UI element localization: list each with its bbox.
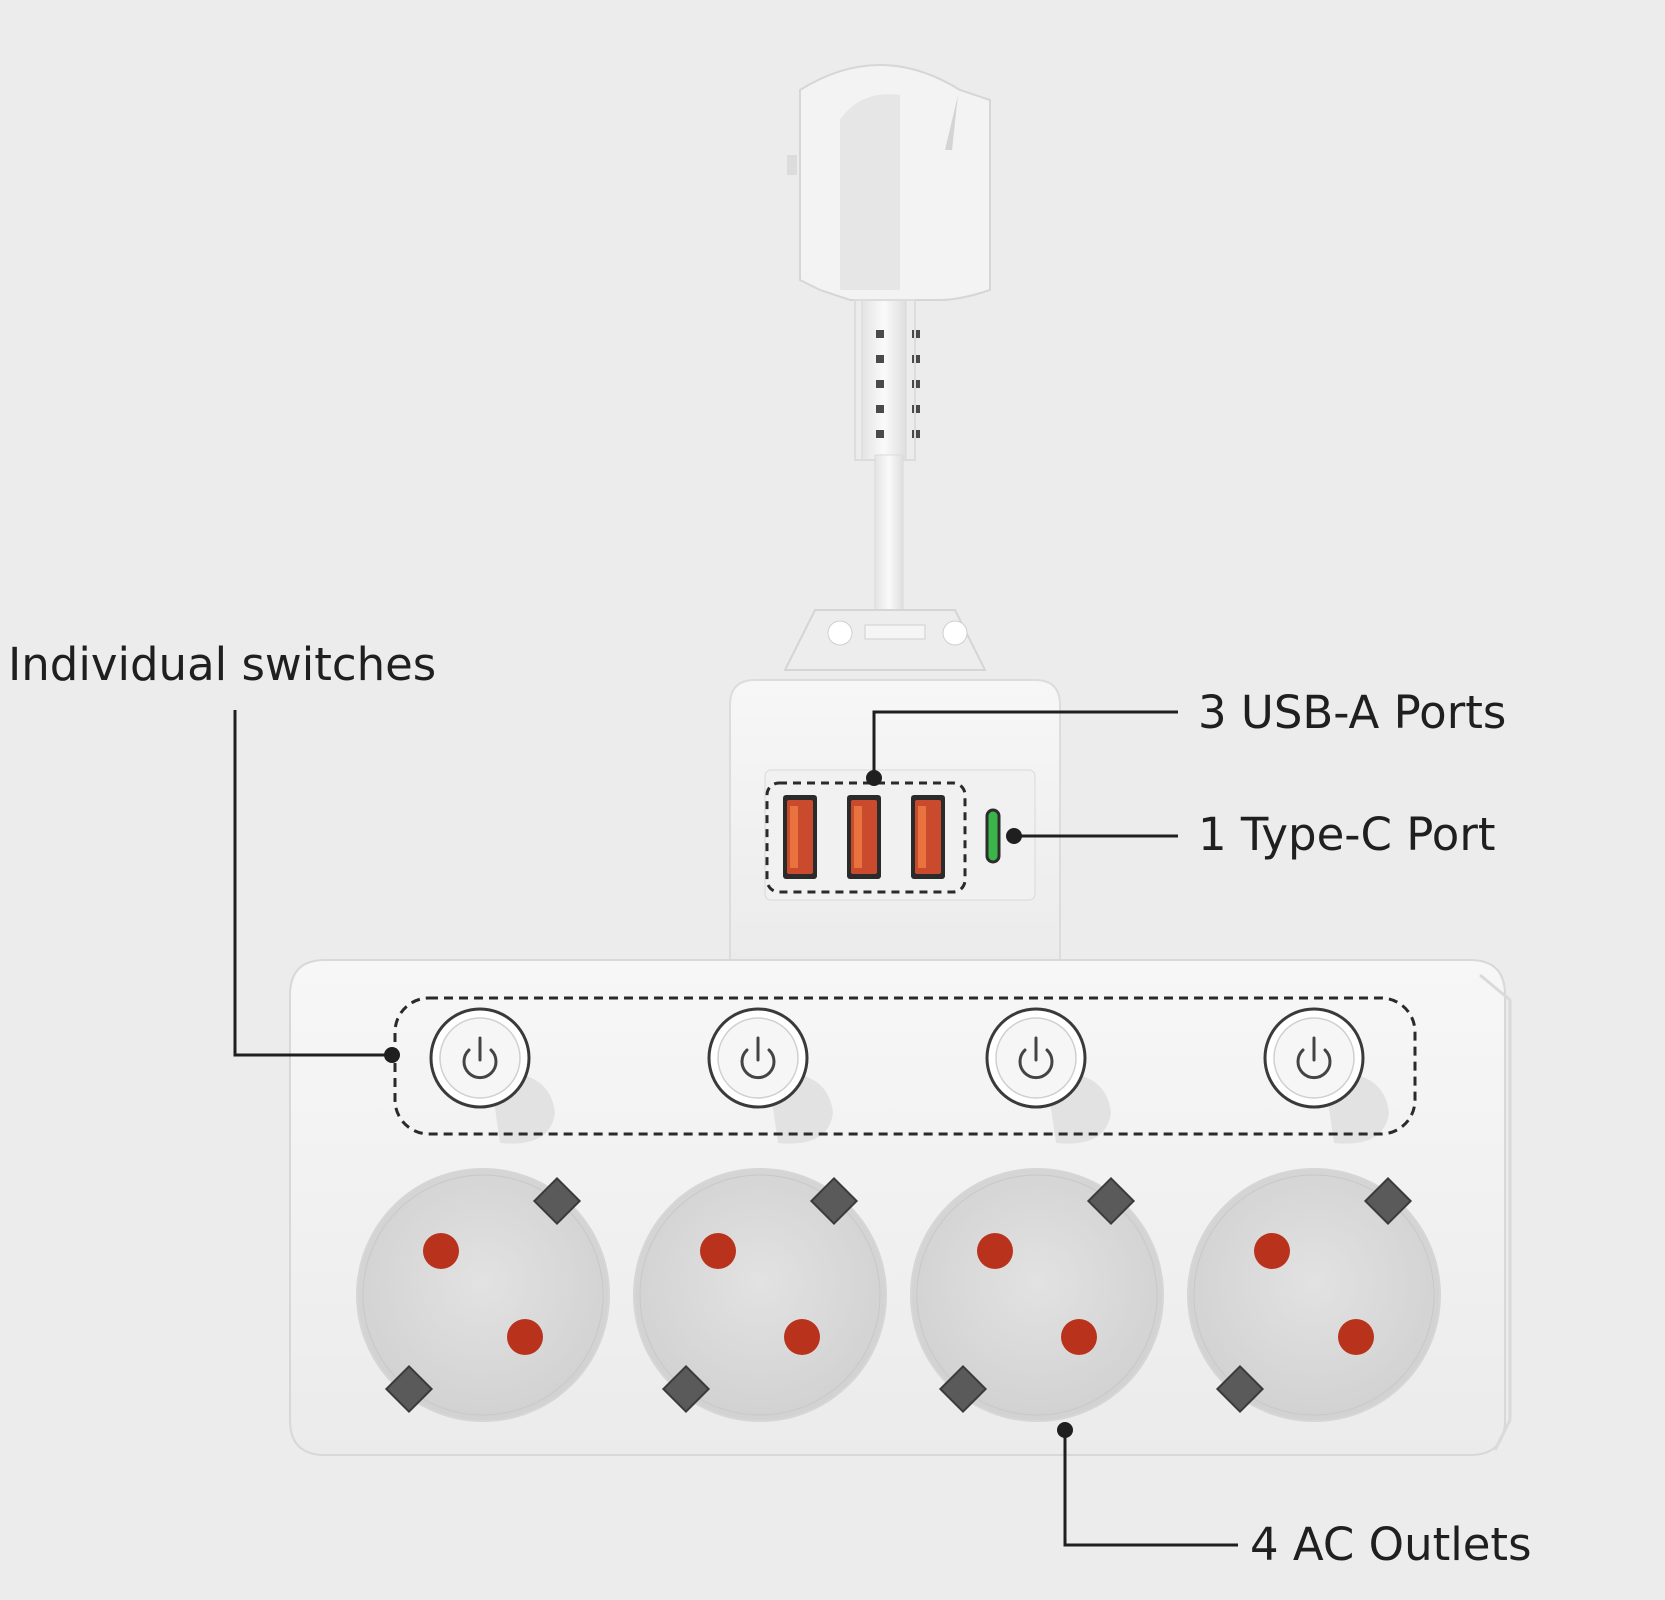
power-cable	[874, 454, 904, 616]
ac-outlet[interactable]	[633, 1168, 887, 1422]
power-switch[interactable]	[985, 1007, 1111, 1144]
power-switch[interactable]	[429, 1007, 555, 1144]
leader-switches	[233, 710, 392, 1057]
individual-switches	[429, 1007, 1389, 1144]
ac-outlet[interactable]	[1187, 1168, 1441, 1422]
usb-a-port[interactable]	[783, 795, 817, 879]
usb-a-port[interactable]	[847, 795, 881, 879]
power-icon	[1018, 1036, 1054, 1080]
ac-outlet[interactable]	[910, 1168, 1164, 1422]
power-switch[interactable]	[707, 1007, 833, 1144]
cable-strain-relief	[854, 299, 920, 461]
callout-ac-outlets: 4 AC Outlets	[1250, 1518, 1532, 1571]
power-icon	[462, 1036, 498, 1080]
ac-outlets	[356, 1168, 1441, 1422]
callout-individual-switches: Individual switches	[8, 638, 437, 691]
callout-usb-a-ports: 3 USB-A Ports	[1198, 686, 1507, 739]
leader-dots	[384, 770, 1073, 1438]
leader-lines	[233, 710, 1238, 1547]
usb-a-dashed-frame	[765, 781, 967, 894]
leader-ac	[1063, 1430, 1238, 1547]
power-icon	[1296, 1036, 1332, 1080]
ac-outlet[interactable]	[356, 1168, 610, 1422]
callout-type-c-port: 1 Type-C Port	[1198, 808, 1496, 861]
usb-a-ports	[783, 795, 945, 879]
type-c-port[interactable]	[985, 808, 1001, 864]
power-icon	[740, 1036, 776, 1080]
power-switch[interactable]	[1263, 1007, 1389, 1144]
mounting-tab	[783, 609, 987, 671]
leader-usb-a	[872, 710, 1178, 778]
plug-head	[787, 64, 991, 301]
usb-a-port[interactable]	[911, 795, 945, 879]
switches-dashed-frame	[393, 996, 1417, 1136]
